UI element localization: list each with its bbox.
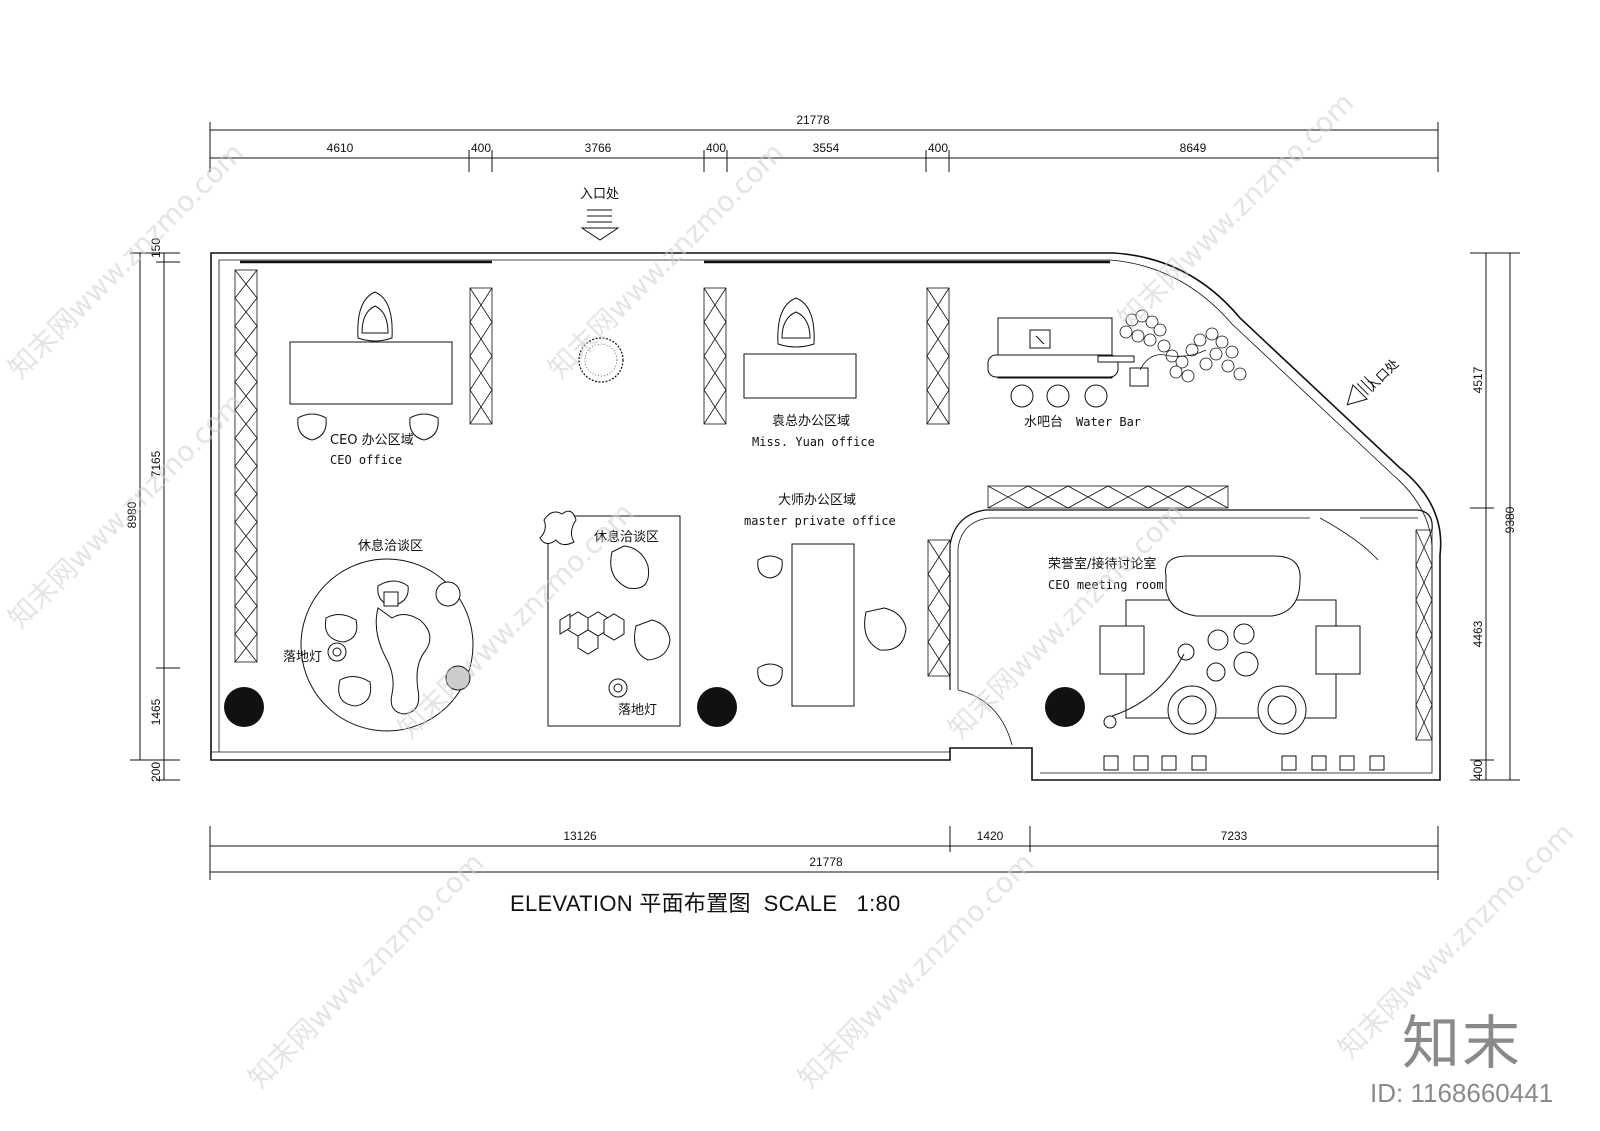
dim-left-4: 200	[149, 762, 163, 782]
master-office-furniture	[757, 543, 907, 707]
ceo-office-label-en: CEO office	[330, 453, 402, 467]
watermark-text-7: 知末网www.znzmo.com	[242, 846, 491, 1095]
meeting-room-label-en: CEO meeting room	[1048, 578, 1164, 592]
znzmo-logo: 知末	[1402, 1009, 1523, 1077]
partition-shelves	[469, 287, 1433, 741]
meeting-room-label-zh: 荣誉室/接待讨论室	[1048, 556, 1156, 572]
lounge-round-furniture	[300, 558, 474, 732]
dim-top-2: 400	[471, 141, 491, 155]
dim-top-total: 21778	[796, 113, 830, 127]
planter-ball	[578, 337, 624, 383]
dim-bottom-1: 13126	[563, 829, 597, 843]
top-dimensions	[209, 122, 1439, 172]
master-office-label-zh: 大师办公区域	[778, 493, 856, 508]
water-bar-furniture	[987, 317, 1149, 408]
pillars	[224, 687, 1085, 727]
watermark-text-3: 知末网www.znzmo.com	[1112, 86, 1361, 335]
dim-left-2: 7165	[149, 450, 163, 477]
right-dimensions	[1470, 252, 1520, 781]
left-bookshelf	[234, 269, 258, 663]
dim-top-4: 400	[706, 141, 726, 155]
dim-top-5: 3554	[813, 141, 840, 155]
dim-top-6: 400	[928, 141, 948, 155]
bottom-dimensions	[209, 826, 1439, 880]
entrance-top-arrow-icon	[580, 209, 620, 241]
master-office-label-en: master private office	[744, 514, 896, 528]
watermark-group: 知末网www.znzmo.com 知末网www.znzmo.com 知末网www…	[2, 86, 1581, 1095]
drawing-title: ELEVATION 平面布置图 SCALE 1:80	[510, 891, 901, 916]
dim-right-outer: 9380	[1503, 506, 1517, 533]
dim-bottom-2: 1420	[977, 829, 1004, 843]
dim-right-2: 4463	[1471, 620, 1485, 647]
entrance-right-arrow-icon	[1346, 376, 1376, 406]
watermark-text-4: 知末网www.znzmo.com	[2, 386, 251, 635]
dim-left-outer: 8980	[125, 501, 139, 528]
entrance-top-label: 入口处	[580, 187, 619, 202]
lounge-rug-label: 休息洽谈区	[594, 529, 659, 545]
image-id-label: ID: 1168660441	[1370, 1078, 1554, 1108]
dim-top-3: 3766	[585, 141, 612, 155]
ceo-office-label-zh: CEO 办公区域	[330, 433, 414, 448]
dim-left-1: 150	[149, 238, 163, 258]
watermark-text-2: 知末网www.znzmo.com	[542, 136, 791, 385]
dim-top-1: 4610	[327, 141, 354, 155]
watermark-text-1: 知末网www.znzmo.com	[2, 136, 251, 385]
ceo-office-furniture	[289, 291, 453, 441]
yuan-office-label-en: Miss. Yuan office	[752, 435, 875, 449]
yuan-office-label-zh: 袁总办公区域	[772, 414, 850, 429]
dim-bottom-3: 7233	[1221, 829, 1248, 843]
watermark-text-8: 知末网www.znzmo.com	[792, 846, 1041, 1095]
dim-top-7: 8649	[1180, 141, 1207, 155]
dim-right-3: 400	[1471, 760, 1485, 780]
lounge-round-label: 休息洽谈区	[358, 538, 423, 554]
dim-right-1: 4517	[1471, 366, 1485, 393]
yuan-office-furniture	[743, 297, 857, 399]
bonsai-tree-icon	[1119, 309, 1247, 383]
lounge-rug-furniture	[539, 510, 681, 727]
entrance-right-label: 入口处	[1364, 357, 1402, 395]
floor-lamp-label-1: 落地灯	[283, 650, 322, 665]
water-bar-label-en: Water Bar	[1076, 415, 1141, 429]
left-dimensions	[130, 252, 180, 781]
dim-left-3: 1465	[149, 698, 163, 725]
meeting-room-furniture	[1099, 555, 1385, 771]
water-bar-label-zh: 水吧台	[1024, 415, 1063, 430]
exterior-walls	[210, 252, 1442, 781]
dim-bottom-total: 21778	[809, 855, 843, 869]
floor-lamp-label-2: 落地灯	[618, 703, 657, 718]
